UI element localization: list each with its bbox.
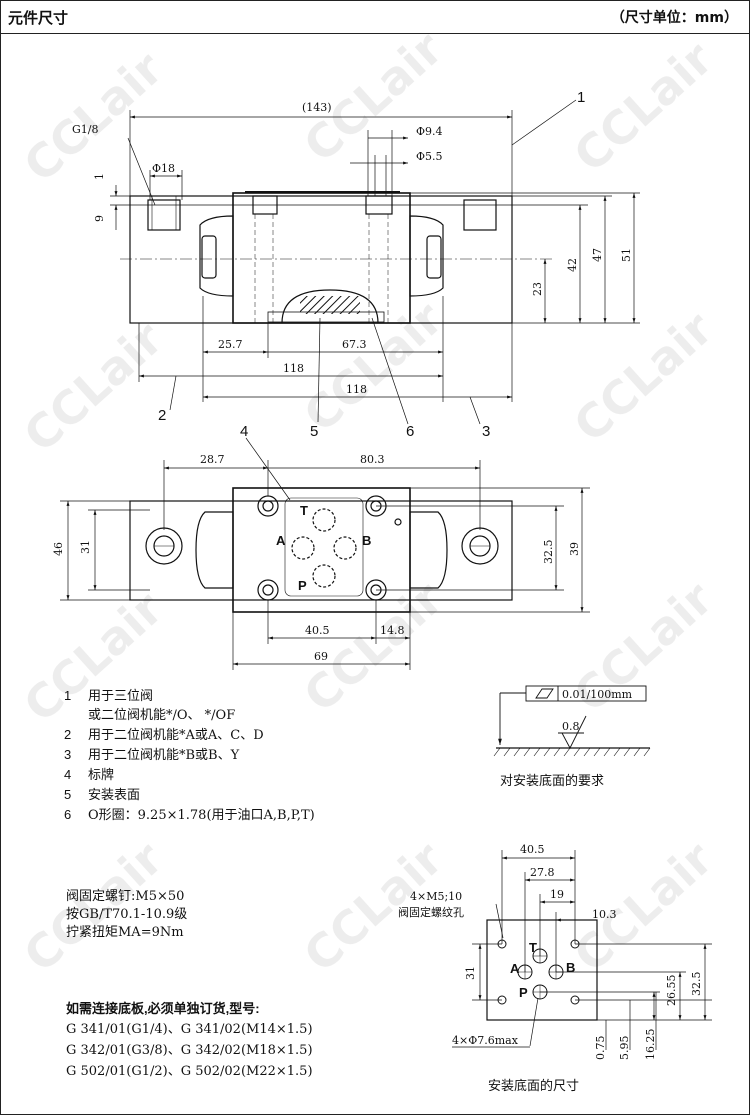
order-info: 如需连接底板,必须单独订货,型号: G 341/01(G1/4)、G 341/0… (66, 998, 313, 1082)
header-bar: 元件尺寸 （尺寸单位：mm） (0, 0, 750, 34)
dim-51: 51 (620, 248, 633, 262)
mounting-labels: 40.5 27.8 19 10.3 31 32.5 26.55 0.75 5.9… (398, 843, 703, 1060)
callout-6: 6 (406, 423, 414, 440)
mount-dim-10-3: 10.3 (592, 908, 617, 921)
mount-dim-0-75: 0.75 (594, 1036, 607, 1061)
dim-31: 31 (79, 540, 92, 554)
side-view-labels: (143) G1/8 Φ18 Φ9.4 Φ5.5 1 9 23 42 47 51… (72, 89, 633, 440)
port-a: A (276, 533, 286, 548)
mount-caption: 安装底面的尺寸 (488, 1079, 580, 1094)
note-item: 或二位阀机能*/O、 */OF (88, 708, 236, 723)
bolt-line: 拧紧扭矩MA=9Nm (66, 925, 184, 940)
callout-3: 3 (482, 423, 490, 440)
mounting-dimensions (452, 850, 712, 1050)
dim-pin-dia: Φ9.4 (416, 125, 443, 138)
dim-pin-dia2: Φ5.5 (416, 150, 443, 163)
surface-requirement (493, 685, 651, 757)
dim-1: 1 (93, 173, 106, 180)
mounting-cavity (281, 289, 379, 324)
mount-dim-19: 19 (550, 888, 564, 901)
order-line: G 502/01(G1/2)、G 502/02(M22×1.5) (66, 1064, 313, 1079)
top-view (129, 487, 513, 613)
unit-note: （尺寸单位：mm） (610, 10, 738, 26)
port-g18-left (147, 199, 181, 231)
section-title: 元件尺寸 (8, 9, 69, 27)
order-line: G 341/01(G1/4)、G 341/02(M14×1.5) (66, 1022, 313, 1037)
screw-label-cn: 阀固定螺纹孔 (398, 905, 464, 919)
surface-caption: 对安装底面的要求 (500, 774, 605, 789)
dim-40-5: 40.5 (305, 624, 330, 637)
dim-25-7: 25.7 (218, 338, 243, 351)
mount-port-a: A (510, 961, 520, 976)
dim-overall: (143) (302, 101, 332, 114)
solenoid-left (199, 215, 234, 297)
roughness-value: 0.8 (562, 720, 580, 733)
dim-67-3: 67.3 (342, 338, 367, 351)
bolt-line: 阀固定螺钉:M5×50 (66, 889, 185, 904)
callout-1: 1 (577, 89, 585, 106)
mount-outline (486, 919, 598, 1021)
port-b: B (362, 533, 371, 548)
dim-9: 9 (93, 215, 106, 222)
dim-69: 69 (314, 650, 328, 663)
dim-47: 47 (591, 248, 604, 262)
screw-label: 4×M5;10 (410, 890, 462, 903)
callout-4: 4 (240, 423, 248, 440)
mount-dim-5-95: 5.95 (618, 1036, 631, 1061)
order-title: 如需连接底板,必须单独订货,型号: (66, 1001, 260, 1016)
mounting-surface (486, 919, 598, 1021)
callout-5: 5 (310, 423, 318, 440)
bolt-line: 按GB/T70.1-10.9级 (66, 907, 188, 922)
subplate-top (129, 500, 513, 601)
dim-28-7: 28.7 (200, 453, 225, 466)
valve-body-top (232, 487, 411, 613)
port-t: T (300, 503, 308, 518)
mount-dim-32-5: 32.5 (690, 972, 703, 997)
dim-46: 46 (52, 542, 65, 556)
top-view-dimensions (60, 437, 590, 670)
dim-thread: G1/8 (72, 123, 99, 136)
flatness-value: 0.01/100mm (562, 688, 633, 701)
callout-2: 2 (158, 407, 166, 424)
port-size-label: 4×Φ7.6max (452, 1034, 519, 1047)
dim-42: 42 (566, 258, 579, 272)
mount-port-p: P (519, 985, 528, 1000)
mount-port-t: T (529, 940, 537, 955)
mount-dim-40-5: 40.5 (520, 843, 545, 856)
port-p: P (298, 578, 307, 593)
order-line: G 342/01(G3/8)、G 342/02(M18×1.5) (66, 1043, 313, 1058)
dim-80-3: 80.3 (360, 453, 385, 466)
mount-dim-26-55: 26.55 (665, 975, 678, 1007)
side-view-dimensions (110, 99, 640, 425)
dim-39: 39 (568, 542, 581, 556)
mount-port-b: B (566, 960, 575, 975)
dim-118-b: 118 (346, 383, 367, 396)
dim-118-a: 118 (283, 362, 304, 375)
mount-dim-27-8: 27.8 (530, 866, 555, 879)
bolt-spec: 阀固定螺钉:M5×50 按GB/T70.1-10.9级 拧紧扭矩MA=9Nm (66, 888, 187, 942)
solenoid-right (409, 215, 444, 297)
top-view-labels: 28.7 80.3 46 31 32.5 39 40.5 14.8 69 T A… (52, 423, 581, 663)
dim-23: 23 (531, 282, 544, 296)
dim-port-dia: Φ18 (152, 162, 175, 175)
dim-32-5: 32.5 (542, 540, 555, 565)
mount-dim-31: 31 (464, 966, 477, 980)
mount-dim-16-25: 16.25 (644, 1029, 657, 1061)
dim-14-8: 14.8 (380, 624, 405, 637)
side-view (120, 191, 552, 324)
